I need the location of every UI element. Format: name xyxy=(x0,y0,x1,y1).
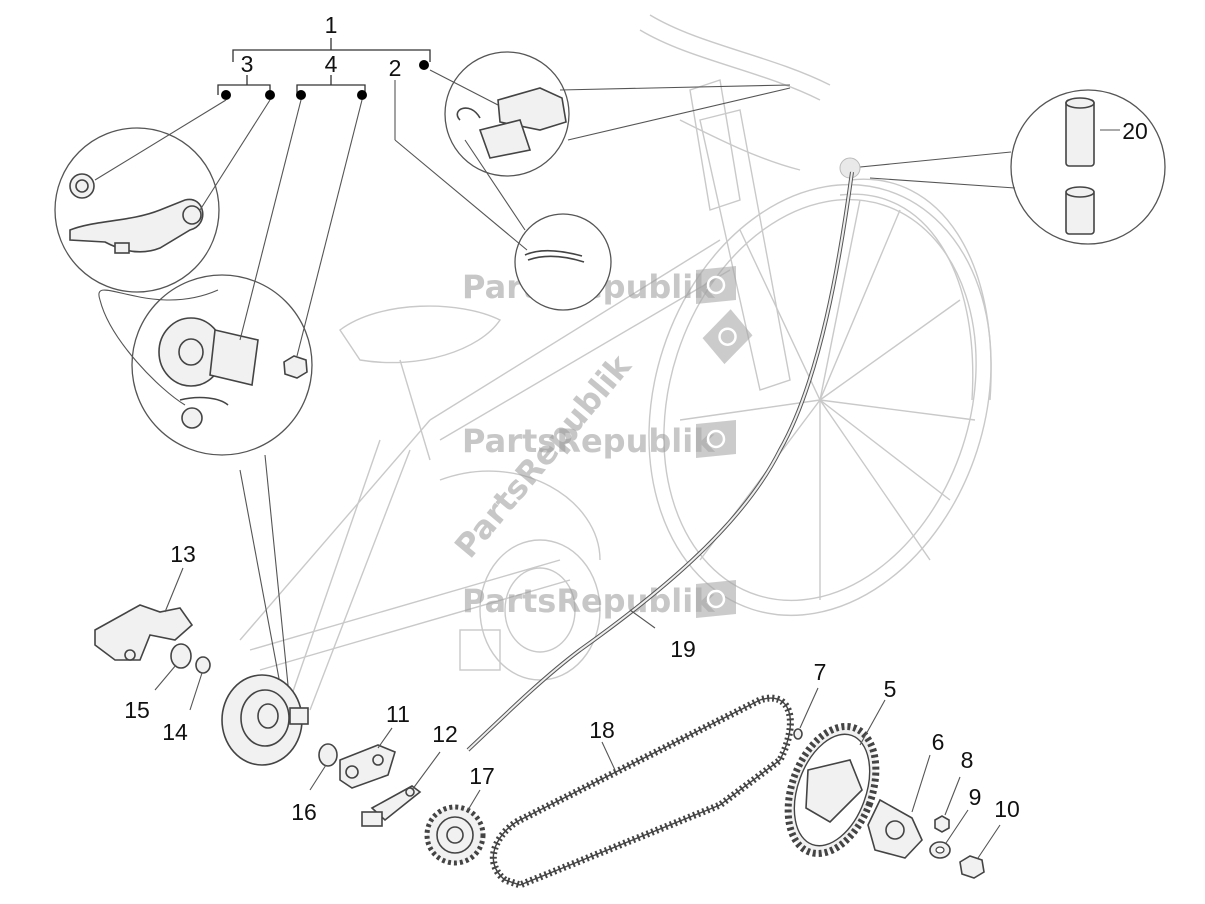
kit-brackets xyxy=(217,38,431,100)
callout-labels: 1 2 3 4 5 6 7 8 9 10 11 12 13 14 15 16 1… xyxy=(124,12,1148,825)
callout-15: 15 xyxy=(124,697,150,723)
part-14-washer xyxy=(189,656,211,711)
callout-5: 5 xyxy=(884,676,897,702)
gear-flag-icon xyxy=(696,580,736,618)
detail-circle-sleeve xyxy=(839,89,1166,245)
callout-2: 2 xyxy=(389,55,402,81)
part-8-nut xyxy=(934,776,961,833)
callout-16: 16 xyxy=(291,799,317,825)
filled-dot-icon xyxy=(265,90,275,100)
detail-circle-tensioner xyxy=(98,99,363,706)
callout-20: 20 xyxy=(1122,118,1148,144)
callout-17: 17 xyxy=(469,763,495,789)
callout-14: 14 xyxy=(162,719,188,745)
part-6-hub-plate xyxy=(867,754,931,859)
filled-dot-icon xyxy=(357,90,367,100)
tensioner-assembly xyxy=(221,674,309,766)
filled-dot-icon xyxy=(419,60,429,70)
callout-12: 12 xyxy=(432,721,458,747)
callout-3: 3 xyxy=(241,51,254,77)
watermark-text: PartsRepublik xyxy=(462,422,715,460)
part-17-sprocket xyxy=(424,789,486,866)
callout-8: 8 xyxy=(961,747,974,773)
gear-flag-icon xyxy=(702,309,753,365)
callout-10: 10 xyxy=(994,796,1020,822)
part-10-nut xyxy=(959,824,1001,879)
part-15-bush xyxy=(154,643,192,691)
gear-flag-icon xyxy=(696,266,736,304)
detail-circle-cable-end xyxy=(394,80,612,311)
callout-7: 7 xyxy=(814,659,827,685)
part-18-belt xyxy=(489,694,794,889)
callout-19: 19 xyxy=(670,636,696,662)
gear-flag-icon xyxy=(696,420,736,458)
callout-18: 18 xyxy=(589,717,615,743)
cable-part-19 xyxy=(466,171,854,752)
callout-9: 9 xyxy=(969,784,982,810)
detail-circle-throttle xyxy=(429,51,791,231)
bicycle-ghost-outline xyxy=(239,14,992,711)
part-13-bracket xyxy=(94,567,194,661)
part-9-washer xyxy=(929,809,969,859)
callout-6: 6 xyxy=(932,729,945,755)
part-7-pin xyxy=(793,687,819,740)
part-16-bush xyxy=(309,743,338,791)
filled-dot-icon xyxy=(221,90,231,100)
watermark-text: PartsRepublik xyxy=(462,582,715,620)
part-5-sprocket xyxy=(784,699,886,858)
callout-11: 11 xyxy=(386,701,410,727)
callout-1: 1 xyxy=(325,12,338,38)
callout-13: 13 xyxy=(170,541,196,567)
part-11-bracket xyxy=(339,727,396,789)
detail-circle-rocker xyxy=(54,99,271,293)
filled-dot-icon xyxy=(296,90,306,100)
part-12-axle-bracket xyxy=(361,751,441,827)
callout-4: 4 xyxy=(325,51,338,77)
